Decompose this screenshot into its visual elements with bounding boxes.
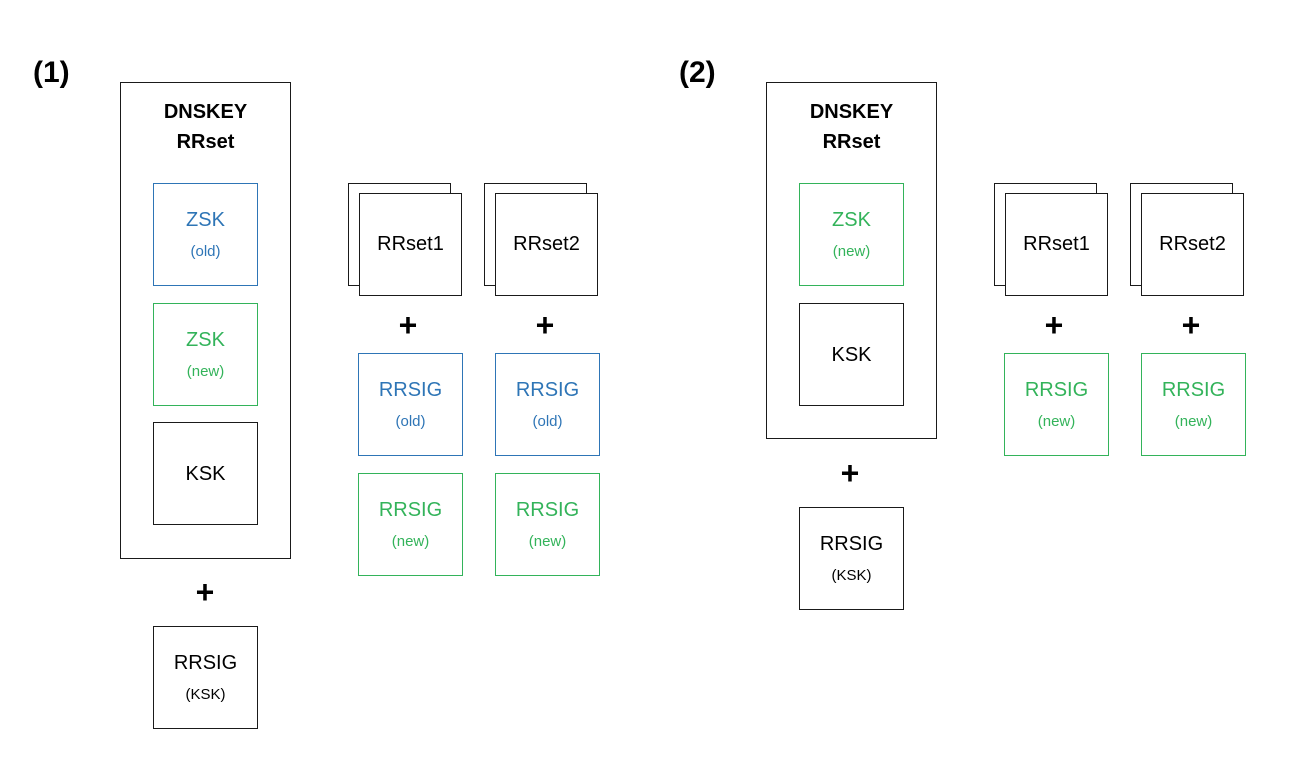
rrset2-rrsig-new-box: RRSIG (new) [495, 473, 600, 576]
key-label: ZSK [832, 208, 871, 231]
rrsig-label: RRSIG [378, 498, 443, 521]
rrset-label: RRset1 [1023, 233, 1090, 255]
rrset1-rrsig-new-box: RRSIG (new) [358, 473, 463, 576]
rrsig-sublabel: (KSK) [831, 566, 872, 584]
rrsig-sublabel: (old) [532, 412, 563, 430]
dnskey-rrset-title-text: DNSKEY RRset [809, 101, 894, 153]
rrset1-rrsig-old-box: RRSIG (old) [358, 353, 463, 456]
rrsig-sublabel: (new) [391, 532, 430, 550]
key-label: ZSK [186, 208, 225, 231]
rrset1-box: RRset1 [1005, 193, 1108, 296]
rrset-label: RRset1 [377, 233, 444, 255]
rrset-label: RRset2 [1159, 233, 1226, 255]
dnskey-rrsig-ksk-box: RRSIG (KSK) [799, 507, 904, 610]
zsk-new-box: ZSK (new) [153, 303, 258, 406]
rrset2-box: RRset2 [495, 193, 598, 296]
plus-sign: + [195, 574, 215, 610]
rrsig-label: RRSIG [515, 498, 580, 521]
key-label: ZSK [186, 328, 225, 351]
rrset-label: RRset2 [513, 233, 580, 255]
zsk-new-box: ZSK (new) [799, 183, 904, 286]
dnskey-rrset-title-text: DNSKEY RRset [163, 101, 248, 153]
rrset2-rrsig-new-box: RRSIG (new) [1141, 353, 1246, 456]
rrset1-box: RRset1 [359, 193, 462, 296]
panel-2: (2) DNSKEY RRset ZSK (new) KSK + RRSIG (… [649, 0, 1298, 757]
dnskey-rrsig-ksk-box: RRSIG (KSK) [153, 626, 258, 729]
rrsig-sublabel: (new) [1174, 412, 1213, 430]
key-sublabel: (new) [186, 362, 225, 380]
rrset2-rrsig-old-box: RRSIG (old) [495, 353, 600, 456]
dnskey-rrset-title: DNSKEY RRset [121, 97, 290, 157]
rrsig-sublabel: (new) [528, 532, 567, 550]
plus-sign: + [1181, 307, 1201, 343]
rrsig-sublabel: (old) [395, 412, 426, 430]
key-sublabel: (new) [832, 242, 871, 260]
plus-sign: + [1044, 307, 1064, 343]
dnskey-rrset-container: DNSKEY RRset [120, 82, 291, 559]
rrset2-box: RRset2 [1141, 193, 1244, 296]
panel-label: (2) [679, 56, 716, 89]
rrsig-label: RRSIG [173, 651, 238, 674]
ksk-box: KSK [153, 422, 258, 525]
ksk-box: KSK [799, 303, 904, 406]
panel-label: (1) [33, 56, 70, 89]
panel-1: (1) DNSKEY RRset ZSK (old) ZSK (new) KSK… [33, 56, 600, 729]
plus-sign: + [398, 307, 418, 343]
plus-sign: + [840, 455, 860, 491]
rrsig-label: RRSIG [1024, 378, 1089, 401]
key-label: KSK [831, 343, 872, 366]
rrsig-label: RRSIG [819, 532, 884, 555]
rrsig-label: RRSIG [1161, 378, 1226, 401]
key-label: KSK [185, 462, 226, 485]
zsk-old-box: ZSK (old) [153, 183, 258, 286]
dnskey-rrset-container: DNSKEY RRset [766, 82, 937, 439]
rrsig-sublabel: (KSK) [185, 685, 226, 703]
plus-sign: + [535, 307, 555, 343]
rrsig-label: RRSIG [378, 378, 443, 401]
rrsig-label: RRSIG [515, 378, 580, 401]
rrset1-rrsig-new-box: RRSIG (new) [1004, 353, 1109, 456]
dnskey-rrset-title: DNSKEY RRset [767, 97, 936, 157]
key-sublabel: (old) [190, 242, 221, 260]
rrsig-sublabel: (new) [1037, 412, 1076, 430]
